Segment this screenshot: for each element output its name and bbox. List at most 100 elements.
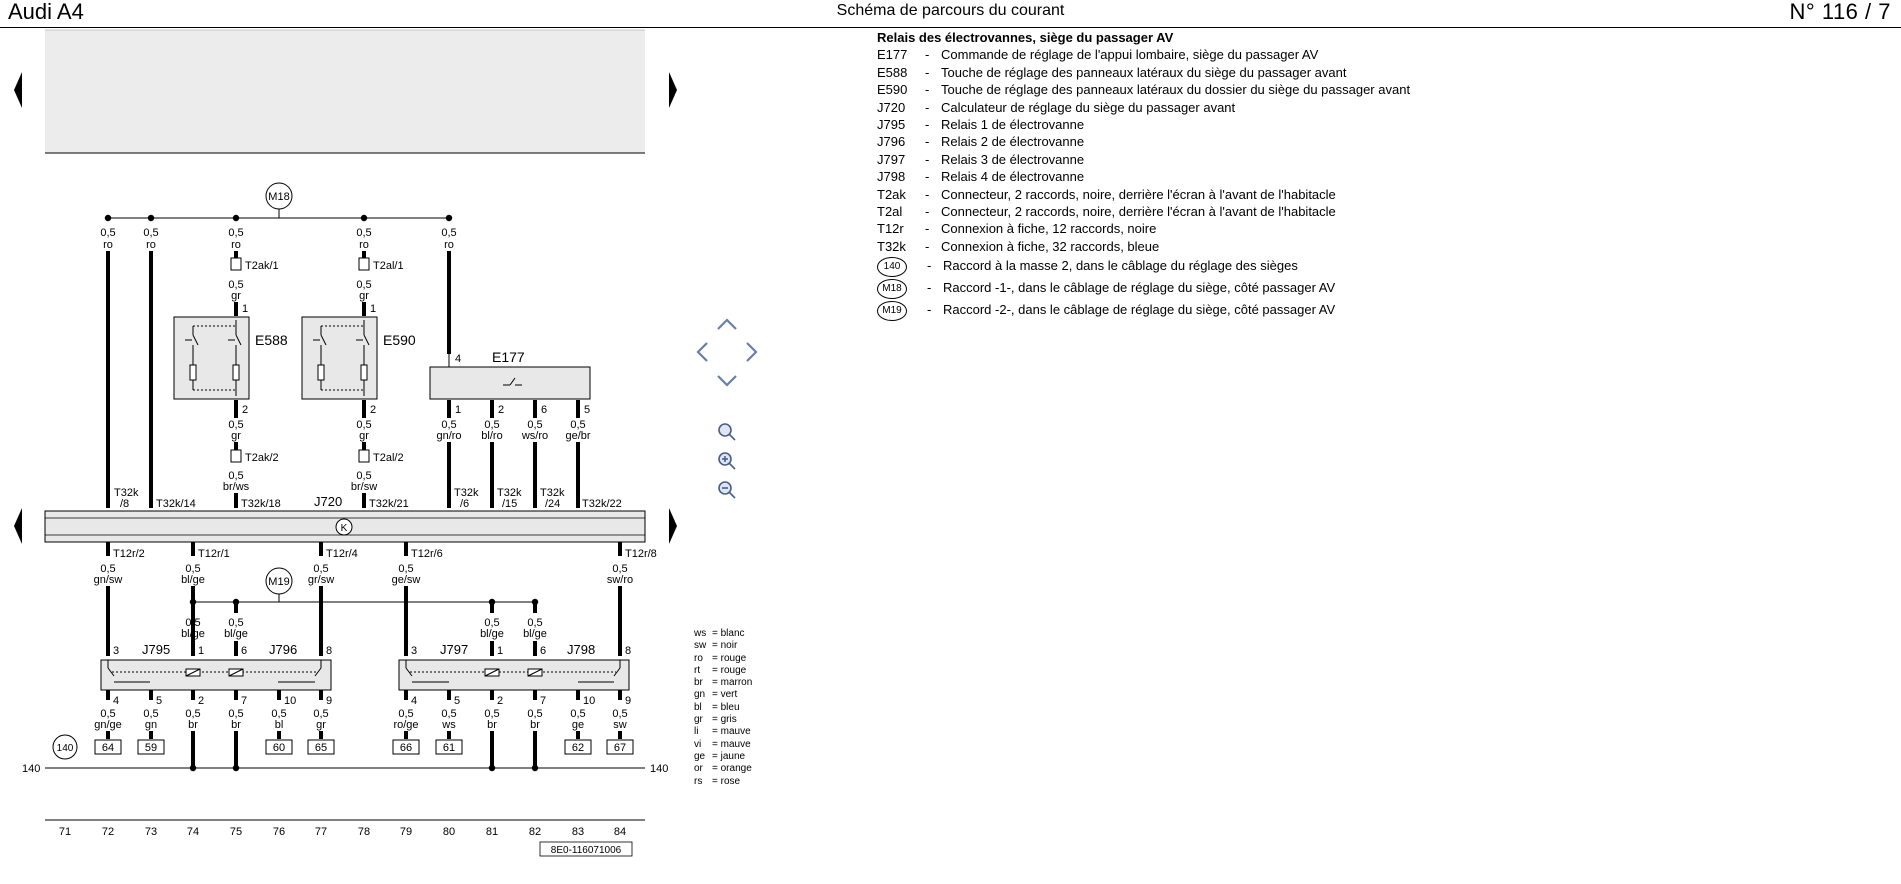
t32k-labels: T32k /8 T32k/14 T32k/18 J720 T32k/21 T32… <box>114 487 622 510</box>
svg-text:br: br <box>188 719 198 731</box>
pan-up-icon[interactable] <box>717 318 737 330</box>
svg-text:0,5: 0,5 <box>356 279 371 291</box>
svg-text:T2al/2: T2al/2 <box>373 452 404 464</box>
svg-text:61: 61 <box>443 742 455 754</box>
svg-text:ge/sw: ge/sw <box>392 574 421 586</box>
svg-text:0,5: 0,5 <box>612 563 627 575</box>
svg-text:0,5: 0,5 <box>143 227 158 239</box>
svg-text:140: 140 <box>57 743 74 754</box>
svg-text:84: 84 <box>614 826 626 838</box>
svg-text:0,5: 0,5 <box>570 708 585 720</box>
svg-text:T32k: T32k <box>454 487 479 499</box>
svg-text:0,5: 0,5 <box>527 419 542 431</box>
pan-down-icon[interactable] <box>717 375 737 387</box>
svg-text:2: 2 <box>242 404 248 416</box>
svg-text:6: 6 <box>541 404 547 416</box>
svg-text:br: br <box>231 719 241 731</box>
reference-number: 8E0-116071006 <box>551 845 622 856</box>
svg-text:0,5: 0,5 <box>100 563 115 575</box>
svg-text:10: 10 <box>284 695 296 707</box>
svg-text:1: 1 <box>370 303 376 315</box>
legend-item: E588-Touche de réglage des panneaux laté… <box>877 64 1347 80</box>
next-page-arrow-top[interactable] <box>669 72 677 108</box>
svg-text:gr: gr <box>316 719 326 731</box>
svg-text:6: 6 <box>241 645 247 657</box>
legend-mass-item: M18-Raccord -1-, dans le câblage de régl… <box>877 277 1410 299</box>
legend-item: T2al-Connecteur, 2 raccords, noire, derr… <box>877 203 1336 219</box>
svg-text:T32k/22: T32k/22 <box>582 498 622 510</box>
zoom-out-icon[interactable] <box>718 481 736 499</box>
page-title: Schéma de parcours du courant <box>836 2 1065 19</box>
svg-text:0,5: 0,5 <box>441 419 456 431</box>
ground-140-node <box>52 734 78 760</box>
svg-text:71: 71 <box>59 826 71 838</box>
svg-text:0,5: 0,5 <box>612 708 627 720</box>
svg-text:64: 64 <box>102 742 114 754</box>
svg-text:T12r/6: T12r/6 <box>411 548 443 560</box>
svg-text:80: 80 <box>443 826 455 838</box>
svg-text:bl/ro: bl/ro <box>481 430 502 442</box>
svg-text:T2ak/1: T2ak/1 <box>245 260 279 272</box>
svg-text:83: 83 <box>572 826 584 838</box>
color-key-item: vi= mauve <box>694 738 751 750</box>
color-key-item: or= orange <box>694 763 752 775</box>
previous-section-panel <box>45 30 645 153</box>
pan-right-icon[interactable] <box>746 342 758 362</box>
svg-text:3: 3 <box>411 645 417 657</box>
svg-text:T12r/1: T12r/1 <box>198 548 230 560</box>
svg-text:82: 82 <box>529 826 541 838</box>
zoom-fit-icon[interactable] <box>718 423 736 441</box>
svg-text:J795: J795 <box>142 642 170 657</box>
model-title: Audi A4 <box>8 0 84 24</box>
svg-text:0,5: 0,5 <box>527 708 542 720</box>
svg-text:0,5: 0,5 <box>484 708 499 720</box>
connector-t2ak-2: T2ak/2 <box>230 449 279 464</box>
color-key-item: ro= rouge <box>694 652 747 664</box>
svg-text:10: 10 <box>583 695 595 707</box>
svg-text:J796: J796 <box>269 642 297 657</box>
pan-controls[interactable] <box>696 318 758 387</box>
m19-wire-labels: 0,5bl/ge 0,5bl/ge 0,5bl/ge 0,5bl/ge <box>181 617 547 640</box>
svg-text:7: 7 <box>540 695 546 707</box>
m18-label: M18 <box>268 191 289 203</box>
next-page-arrow-bottom[interactable] <box>669 508 677 544</box>
svg-text:79: 79 <box>400 826 412 838</box>
svg-text:72: 72 <box>102 826 114 838</box>
color-key-item: br= marron <box>694 677 753 689</box>
legend-item: J720-Calculateur de réglage du siège du … <box>877 99 1236 115</box>
svg-text:/15: /15 <box>502 498 517 510</box>
svg-text:78: 78 <box>358 826 370 838</box>
svg-text:T12r/4: T12r/4 <box>326 548 358 560</box>
legend-item: J796-Relais 2 de électrovanne <box>877 134 1085 150</box>
svg-text:65: 65 <box>315 742 327 754</box>
zoom-in-icon[interactable] <box>718 452 736 470</box>
color-key-item: bl= bleu <box>694 701 740 713</box>
svg-text:0,5: 0,5 <box>143 708 158 720</box>
svg-text:ws/ro: ws/ro <box>521 430 548 442</box>
svg-text:0,5: 0,5 <box>228 227 243 239</box>
svg-text:74: 74 <box>187 826 199 838</box>
prev-page-arrow-bottom[interactable] <box>14 508 22 544</box>
svg-text:ro: ro <box>359 239 369 251</box>
pan-left-icon[interactable] <box>696 342 708 362</box>
legend-panel: Relais des électrovannes, siège du passa… <box>877 29 1410 321</box>
svg-text:gr/sw: gr/sw <box>308 574 334 586</box>
svg-text:0,5: 0,5 <box>356 419 371 431</box>
svg-text:3: 3 <box>113 645 119 657</box>
svg-text:1: 1 <box>198 645 204 657</box>
relay-labels: J795 J796 J797 J798 <box>142 642 595 657</box>
svg-text:66: 66 <box>400 742 412 754</box>
svg-text:5: 5 <box>584 404 590 416</box>
svg-text:7: 7 <box>241 695 247 707</box>
color-key-item: li= mauve <box>694 726 751 738</box>
svg-text:0,5: 0,5 <box>356 227 371 239</box>
svg-text:gn/sw: gn/sw <box>94 574 123 586</box>
header-bar: Audi A4 Schéma de parcours du courant N°… <box>0 0 1901 28</box>
legend-item: E590-Touche de réglage des panneaux laté… <box>877 82 1411 98</box>
prev-page-arrow-top[interactable] <box>14 72 22 108</box>
svg-text:bl/ge: bl/ge <box>480 628 504 640</box>
svg-text:gn/ro: gn/ro <box>436 430 461 442</box>
svg-text:1: 1 <box>242 303 248 315</box>
svg-text:140: 140 <box>650 763 668 775</box>
bottom-connection-boxes: 64 59 60 65 66 61 62 67 <box>94 739 634 755</box>
